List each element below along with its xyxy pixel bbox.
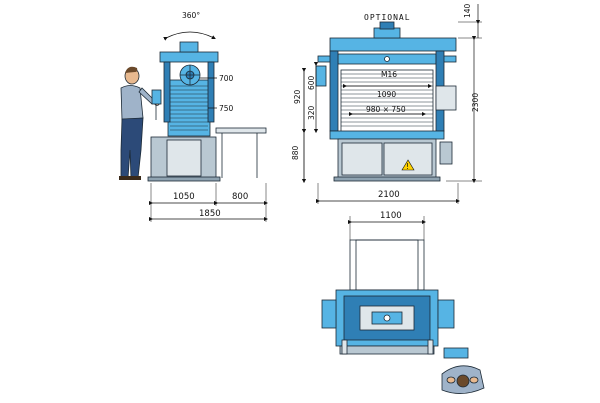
press-column bbox=[167, 79, 211, 137]
dim-1850: 1850 bbox=[199, 209, 221, 219]
rotation-label: 360° bbox=[182, 11, 200, 20]
dim-750: 750 bbox=[219, 104, 234, 113]
warning-sign-icon bbox=[401, 159, 415, 171]
dim-140: 140 bbox=[463, 3, 472, 18]
dim-1100: 1100 bbox=[380, 211, 402, 221]
operator-top-figure bbox=[441, 365, 485, 394]
dim-880: 880 bbox=[291, 145, 300, 160]
dim-800: 800 bbox=[232, 192, 248, 202]
dim-2300: 2300 bbox=[471, 93, 480, 112]
dim-920: 920 bbox=[293, 89, 302, 104]
optional-label: OPTIONAL bbox=[364, 13, 411, 22]
dim-m16: M16 bbox=[381, 70, 397, 79]
press-table bbox=[329, 130, 445, 140]
side-table bbox=[215, 127, 267, 134]
dim-980x750: 980 × 750 bbox=[366, 105, 406, 114]
warning-sign-symbol: ! bbox=[406, 162, 409, 171]
dim-320: 320 bbox=[307, 105, 316, 120]
top-beam bbox=[329, 37, 457, 52]
top-view: 1100 bbox=[321, 211, 485, 394]
dim-600: 600 bbox=[307, 75, 316, 90]
top-control-panel bbox=[443, 347, 469, 359]
dim-1050: 1050 bbox=[173, 192, 195, 202]
control-pendant bbox=[151, 89, 162, 105]
dim-1090: 1090 bbox=[377, 90, 396, 99]
front-view: OPTIONAL ! bbox=[291, 3, 482, 204]
dim-2100: 2100 bbox=[378, 190, 400, 200]
press-head bbox=[159, 51, 219, 63]
rotation-arrow bbox=[163, 31, 216, 41]
bellows bbox=[340, 69, 434, 133]
side-view: 360° 700 750 1050 800 1850 bbox=[119, 11, 269, 222]
dim-700: 700 bbox=[219, 74, 234, 83]
